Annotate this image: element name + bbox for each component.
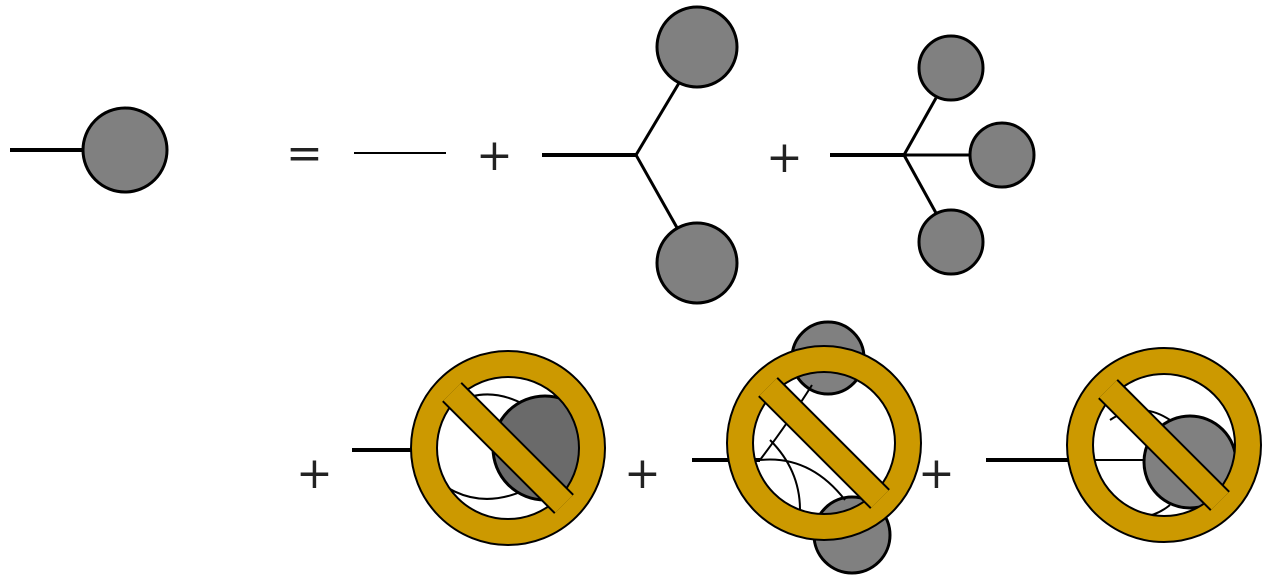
no-symbol-icon [726, 345, 922, 541]
lhs-dressed-propagator [10, 106, 169, 194]
forbidden-loop-term [352, 350, 606, 546]
plus-sign: + [296, 448, 333, 499]
plus-sign: + [476, 130, 513, 181]
blob-circle [655, 221, 739, 305]
blob-circle [917, 208, 985, 276]
no-symbol-icon [410, 350, 606, 546]
blob-circle [655, 5, 739, 89]
plus-sign: + [624, 448, 661, 499]
forbidden-tadpole-term [986, 347, 1262, 543]
forbidden-crossed-term [692, 320, 922, 575]
equals-sign: = [286, 128, 323, 179]
blob-circle [917, 34, 985, 102]
quartic-vertex-term [830, 34, 1036, 276]
plus-sign: + [766, 132, 803, 183]
blob-circle [968, 121, 1036, 189]
no-symbol-icon [1066, 347, 1262, 543]
cubic-vertex-term [542, 5, 739, 305]
plus-sign: + [918, 448, 955, 499]
blob-circle [81, 106, 169, 194]
